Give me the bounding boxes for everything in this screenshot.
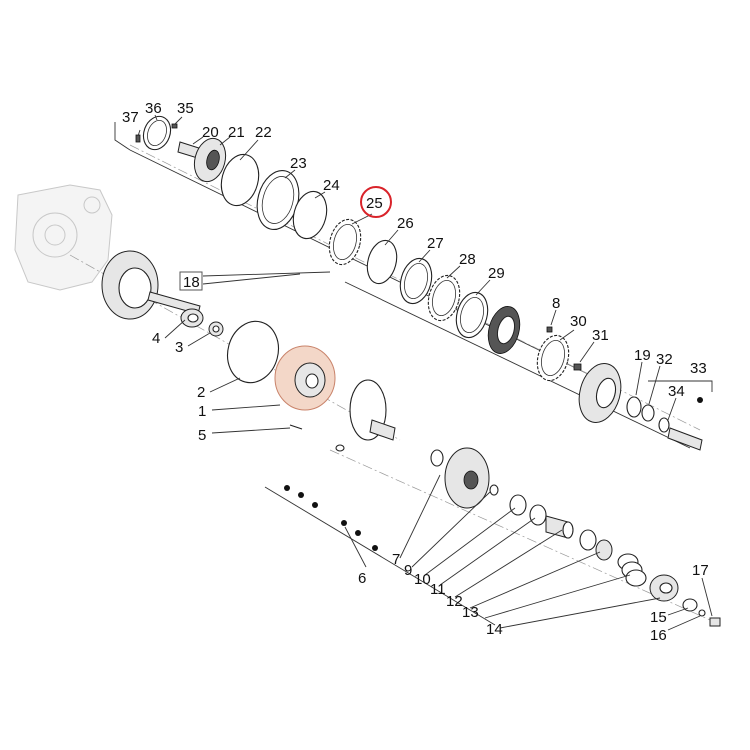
label-17: 17 (692, 562, 709, 579)
label-35: 35 (177, 100, 194, 117)
part-14-ring (595, 539, 613, 561)
part-36-ring (142, 115, 172, 151)
part-labels: 37 36 35 20 21 22 23 24 25 26 27 28 29 8… (122, 100, 709, 644)
part-26-ring (366, 239, 398, 285)
lower-assembly-frame (264, 486, 496, 626)
part-9-ring (430, 449, 444, 467)
label-30: 30 (570, 313, 587, 330)
part-16-washer (698, 609, 706, 617)
part-28-plate (427, 274, 461, 322)
part-32-washer (641, 404, 655, 422)
label-24: 24 (323, 177, 340, 194)
part-31-small (573, 363, 582, 371)
label-16: 16 (650, 627, 667, 644)
part-5-bolt (289, 424, 303, 430)
label-20: 20 (202, 124, 219, 141)
label-18: 18 (183, 274, 200, 291)
leader-lines (137, 114, 713, 631)
part-30-plate (536, 334, 570, 382)
part-34-shaft (658, 417, 703, 451)
label-10: 10 (414, 571, 431, 588)
label-18-box (179, 271, 203, 291)
label-27: 27 (427, 235, 444, 252)
part-21-gear (193, 137, 227, 183)
label-33: 33 (690, 360, 707, 377)
highlight-circle (360, 186, 392, 218)
label-6: 6 (358, 570, 366, 587)
label-9: 9 (404, 562, 412, 579)
label-36: 36 (145, 100, 162, 117)
label-26: 26 (397, 215, 414, 232)
part-2-gasket (227, 320, 279, 384)
part-29-plate (455, 291, 489, 339)
label-11: 11 (430, 581, 446, 598)
label-14: 14 (486, 621, 503, 638)
spring (617, 553, 647, 587)
label-32: 32 (656, 351, 673, 368)
label-23: 23 (290, 155, 307, 172)
label-4: 4 (152, 330, 160, 347)
label-13: 13 (462, 604, 479, 621)
label-31: 31 (592, 327, 609, 344)
part-24-ring (292, 190, 328, 240)
label-29: 29 (488, 265, 505, 282)
spring-cup (649, 574, 679, 602)
part-11-ring (509, 494, 527, 516)
part-1-cover (274, 345, 336, 411)
engine-case-ghost (14, 184, 113, 291)
label-8: 8 (552, 295, 560, 312)
main-drum (101, 250, 201, 320)
clutch-drum-right (578, 363, 622, 423)
label-15: 15 (650, 609, 667, 626)
part-27-plate (399, 257, 433, 305)
part-29b-friction-disc (487, 306, 521, 354)
label-34: 34 (668, 383, 685, 400)
part-12-ring (529, 504, 547, 526)
part-13-bushing (545, 515, 574, 539)
part-4-bearing (180, 308, 204, 328)
label-2: 2 (197, 384, 205, 401)
part-19-ring (626, 396, 642, 418)
label-19: 19 (634, 347, 651, 364)
fan-pulley (444, 447, 490, 509)
roller-dots (284, 397, 703, 551)
label-37: 37 (122, 109, 139, 126)
part-13b-ring (579, 529, 597, 551)
label-22: 22 (255, 124, 272, 141)
label-12: 12 (446, 593, 463, 610)
label-1: 1 (198, 403, 206, 420)
label-5: 5 (198, 427, 206, 444)
label-28: 28 (459, 251, 476, 268)
part-8-pin (546, 326, 553, 333)
label-3: 3 (175, 339, 183, 356)
part-25-plate (328, 218, 362, 266)
part-35-pin (171, 123, 178, 129)
part-22-ring (220, 153, 260, 207)
label-7: 7 (392, 551, 400, 568)
part-10-washer (489, 484, 499, 496)
label-25: 25 (366, 195, 383, 212)
variator-pulley (335, 379, 396, 452)
part-3-bearing (208, 321, 224, 337)
part-15-washer (682, 598, 698, 612)
part-17-bolt (709, 617, 721, 627)
label-21: 21 (228, 124, 245, 141)
part-37-pin (135, 134, 141, 143)
